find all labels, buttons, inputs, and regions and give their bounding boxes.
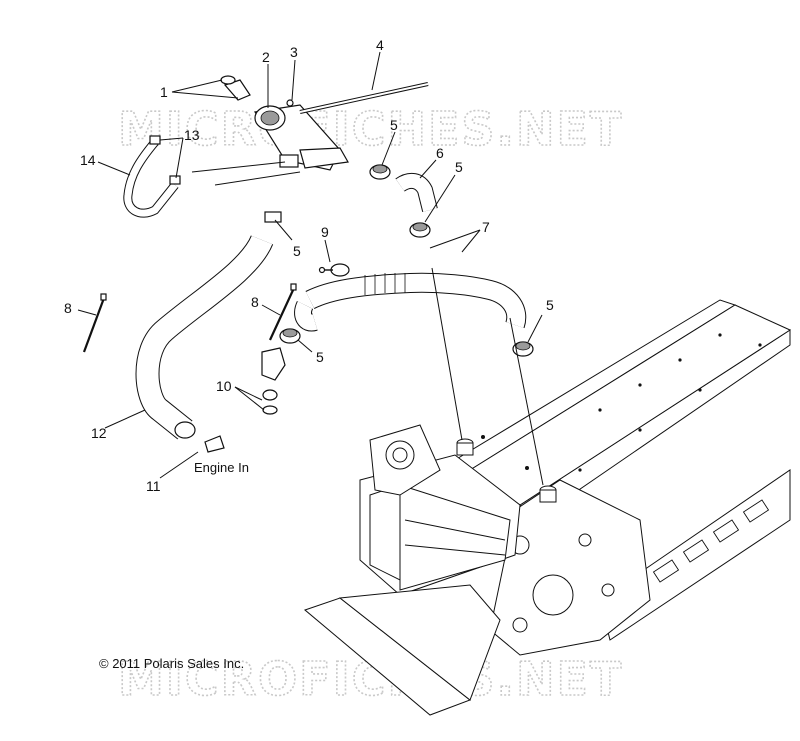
watermark-top: MICROFICHES.NET — [118, 102, 623, 156]
callout-12: 12 — [91, 425, 107, 441]
hose-7 — [294, 272, 527, 332]
callout-9: 9 — [321, 224, 329, 240]
fitting-10 — [261, 347, 286, 415]
callout-11: 11 — [146, 478, 161, 494]
callout-6: 6 — [436, 145, 444, 161]
coolant-housing — [220, 75, 349, 171]
callout-5b: 5 — [455, 159, 463, 175]
callout-1: 1 — [160, 84, 168, 100]
leader-lines — [77, 51, 544, 486]
hose-14 — [123, 135, 181, 218]
clamps-5 — [264, 164, 534, 357]
chassis-assembly — [304, 299, 792, 716]
callout-8b: 8 — [251, 294, 259, 310]
clip-9 — [318, 263, 350, 277]
callout-5e: 5 — [546, 297, 554, 313]
callout-labels: 1 2 3 4 5 5 5 5 5 6 7 8 8 9 10 11 12 13 … — [64, 37, 554, 671]
engine-in-label: Engine In — [194, 460, 249, 475]
cable-tie-8 — [82, 283, 297, 353]
callout-5d: 5 — [316, 349, 324, 365]
copyright-text: © 2011 Polaris Sales Inc. — [99, 656, 244, 671]
callout-5a: 5 — [390, 117, 398, 133]
callout-2: 2 — [262, 49, 270, 65]
callout-7: 7 — [482, 219, 490, 235]
callout-3: 3 — [290, 44, 298, 60]
callout-4: 4 — [376, 37, 384, 53]
callout-10: 10 — [216, 378, 232, 394]
rod-part-4 — [299, 82, 429, 114]
callout-13: 13 — [184, 127, 200, 143]
clamp-11 — [204, 435, 225, 453]
callout-14: 14 — [80, 152, 96, 168]
callout-5c: 5 — [293, 243, 301, 259]
hose-12 — [135, 234, 274, 440]
hose-6 — [395, 172, 438, 212]
callout-8a: 8 — [64, 300, 72, 316]
